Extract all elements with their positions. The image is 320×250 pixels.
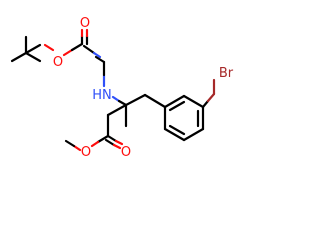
ring-bond-5 [163, 127, 186, 142]
molecule-structure: O O HN O O Br [10, 16, 234, 160]
bond-ring-to-br-c [201, 99, 210, 109]
bond-ester-co-double-c-2 [104, 138, 116, 147]
atom-br: Br [219, 66, 234, 81]
bond-ring-to-br-br [206, 92, 216, 103]
bond-boc-o-tbu [43, 43, 55, 52]
atom-o-ester-alkoxy: O [81, 145, 91, 160]
atom-nh: HN [92, 88, 112, 103]
bond-n-to-alpha-n-side [111, 95, 121, 103]
bond-n-chain-cap [94, 55, 106, 64]
bond-ch2-to-ring [143, 93, 167, 109]
bond-ester-c-to-o [96, 134, 110, 144]
bond-tbu-to-o [24, 43, 42, 55]
ring-bond-4 [182, 127, 205, 142]
bond-ester-co-double-o-1 [114, 139, 124, 146]
bond-ester-o-to-methyl [72, 144, 82, 152]
bond-ester-co-double-o-2 [112, 143, 122, 150]
bond-tbu-methyl-left [10, 51, 28, 63]
bond-boc-c-to-n [82, 44, 96, 55]
atom-o-boc-alkoxy: O [53, 55, 63, 70]
ring-inner-bond-3 [168, 124, 186, 136]
bond-n-to-alpha-c-side [117, 99, 128, 107]
bond-alpha-to-ch2 [124, 93, 147, 107]
bond-boc-c-from-o [70, 42, 84, 52]
atom-o-boc-carbonyl: O [80, 16, 90, 31]
atom-o-ester-carbonyl: O [121, 145, 131, 160]
bond-tbu-methyl-right [24, 51, 42, 63]
bond-boc-n-side [92, 51, 102, 59]
bond-boc-o-carbonyl-c [62, 48, 74, 57]
bond-ester-co-double-c-1 [106, 134, 118, 143]
ring-bond-1 [163, 94, 186, 109]
benzene-ring [163, 94, 205, 142]
ring-bond-2 [182, 94, 205, 109]
bond-alpha-to-ester-c [106, 103, 128, 117]
bond-ester-o-from-c [90, 140, 100, 148]
bond-ester-methyl [64, 139, 76, 148]
ring-inner-bond-1 [168, 100, 186, 112]
tert-butyl-group [10, 35, 42, 63]
